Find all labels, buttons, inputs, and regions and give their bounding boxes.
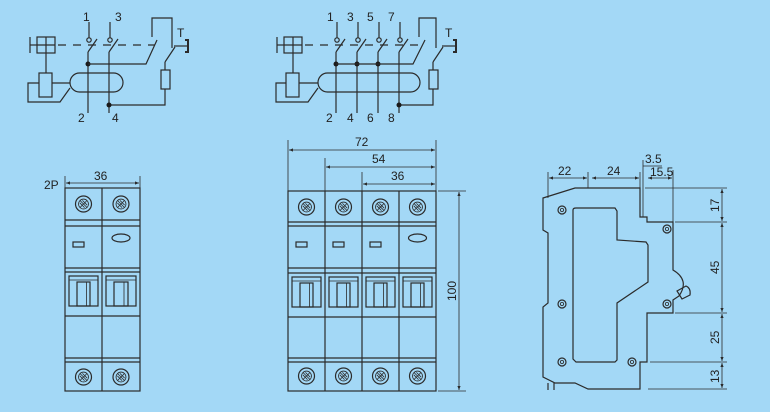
terminal-label: 1 xyxy=(327,10,334,24)
toggle-handle xyxy=(105,275,137,307)
test-button-icon xyxy=(29,36,56,54)
dimension-label: 15.5 xyxy=(650,165,674,179)
mounting-screw-icon xyxy=(557,357,567,367)
pole xyxy=(402,198,433,385)
dimension-label: 25 xyxy=(708,330,722,344)
dimension-label: 3.5 xyxy=(645,152,662,166)
test-resistor xyxy=(160,69,171,90)
inner-window xyxy=(572,207,649,363)
front-view-2p: 36 2P xyxy=(44,169,141,392)
pole xyxy=(68,195,99,386)
mounting-screw-icon xyxy=(662,224,672,234)
terminal-label: 3 xyxy=(347,10,354,24)
pole xyxy=(328,198,359,385)
mounting-screw-icon xyxy=(557,299,567,309)
terminal-label: 8 xyxy=(388,111,395,125)
terminal-label: 7 xyxy=(388,10,395,24)
indicator-window xyxy=(369,241,382,248)
indicator-window xyxy=(72,241,85,248)
current-transformer xyxy=(317,72,421,93)
toggle-handle xyxy=(291,276,322,308)
mounting-screw-icon xyxy=(627,357,637,367)
dimension-label: 22 xyxy=(558,164,572,178)
trip-coil xyxy=(285,72,300,98)
test-resistor xyxy=(428,69,439,90)
mounting-screw-icon xyxy=(662,299,672,309)
terminal-screw-icon xyxy=(371,198,390,216)
terminal-screw-icon xyxy=(371,367,390,385)
toggle-handle xyxy=(328,276,359,308)
schematic-2p: 1 3 2 4 T xyxy=(27,10,189,125)
test-label: T xyxy=(445,26,453,40)
indicator-window xyxy=(332,241,345,248)
terminal-screw-icon xyxy=(112,195,130,213)
test-button xyxy=(407,233,428,243)
terminal-screw-icon xyxy=(112,368,130,386)
dimension-label: 100 xyxy=(445,281,459,301)
terminal-label: 4 xyxy=(112,111,119,125)
trip-coil xyxy=(38,72,53,98)
terminal-screw-icon xyxy=(297,367,316,385)
schematic-4p: 1 3 5 7 2 4 6 8 T xyxy=(275,10,457,125)
pole xyxy=(291,198,322,385)
dimension-label: 45 xyxy=(708,260,722,274)
terminal-screw-icon xyxy=(334,198,353,216)
indicator-window xyxy=(295,241,308,248)
switch-contact xyxy=(397,22,409,113)
dimension-label: 72 xyxy=(355,135,369,149)
dimension-label: 36 xyxy=(391,169,405,183)
terminal-label: 4 xyxy=(347,111,354,125)
switch-contact xyxy=(375,22,388,113)
poles-label: 2P xyxy=(44,178,59,192)
dimension-label: 36 xyxy=(94,169,108,183)
test-button-icon xyxy=(276,36,303,54)
terminal-label: 2 xyxy=(78,111,85,125)
switch-contact xyxy=(333,22,346,113)
terminal-label: 5 xyxy=(367,10,374,24)
dimension-label: 54 xyxy=(372,152,386,166)
dimension-label: 24 xyxy=(607,164,621,178)
terminal-label: 6 xyxy=(367,111,374,125)
terminal-screw-icon xyxy=(74,368,93,386)
terminal-screw-icon xyxy=(297,198,316,216)
test-button xyxy=(111,233,131,243)
dimension-label: 17 xyxy=(708,198,722,212)
terminal-label: 2 xyxy=(326,111,333,125)
front-view-4p: 72 54 36 100 xyxy=(287,135,466,392)
terminal-screw-icon xyxy=(74,195,93,213)
toggle-handle xyxy=(365,276,396,308)
dimension-label: 13 xyxy=(708,369,722,383)
terminal-screw-icon xyxy=(334,367,353,385)
switch-contact xyxy=(354,22,367,113)
terminal-label: 3 xyxy=(115,10,122,24)
test-label: T xyxy=(177,26,185,40)
mounting-screw-icon xyxy=(557,205,567,215)
pole xyxy=(365,198,396,385)
side-view: 22 24 3.5 15.5 17 45 25 13 xyxy=(542,152,727,390)
current-transformer xyxy=(69,72,124,93)
toggle-handle xyxy=(402,276,433,308)
connector-lug xyxy=(676,285,691,300)
terminal-screw-icon xyxy=(408,367,427,385)
terminal-screw-icon xyxy=(408,198,427,216)
toggle-handle xyxy=(68,275,99,307)
side-outline xyxy=(542,187,684,390)
pole xyxy=(105,195,137,386)
terminal-label: 1 xyxy=(83,10,90,24)
